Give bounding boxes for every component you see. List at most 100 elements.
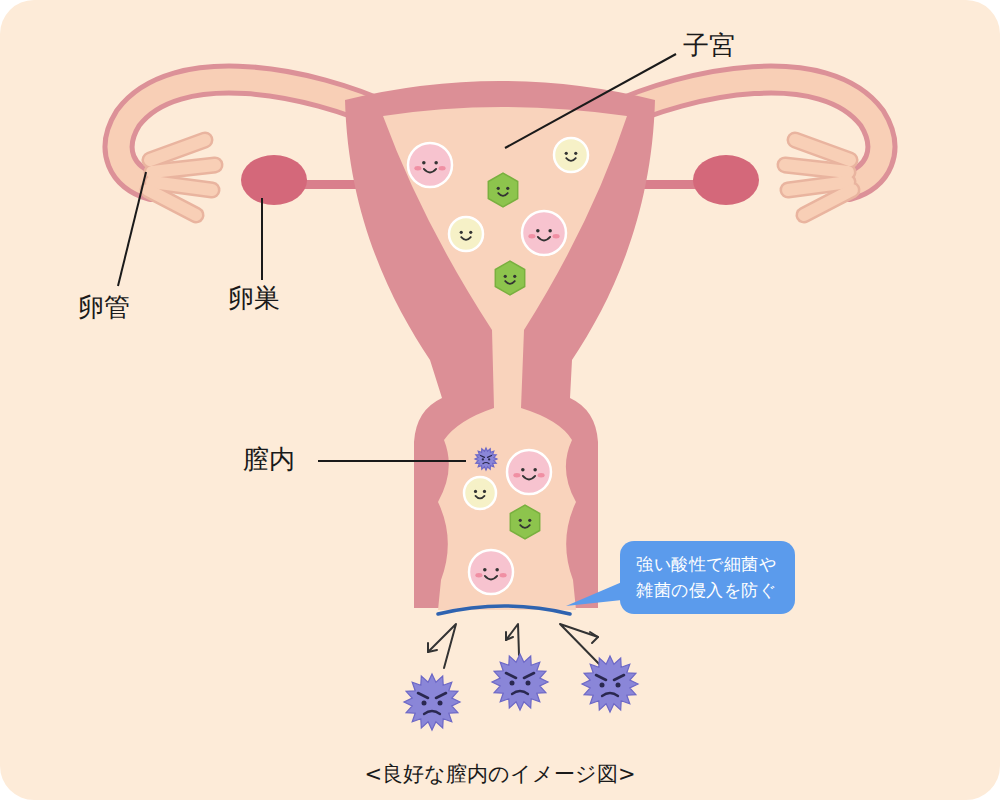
fimbriae xyxy=(148,190,196,215)
leader-line xyxy=(318,460,466,462)
good-bacteria xyxy=(475,573,482,577)
good-bacteria xyxy=(528,234,535,238)
fimbriae xyxy=(148,190,196,215)
good-bacteria xyxy=(498,193,508,196)
part-label: 卵管 xyxy=(78,292,130,323)
good-bacteria xyxy=(434,161,438,165)
acid-barrier xyxy=(438,606,570,614)
microbe-group xyxy=(404,138,638,730)
good-bacteria xyxy=(536,229,540,233)
fimbriae xyxy=(152,182,212,190)
good-bacteria xyxy=(519,519,522,522)
fimbriae xyxy=(152,165,215,172)
rebound-arrow xyxy=(428,643,437,652)
good-bacteria xyxy=(522,211,566,255)
rebound-arrow xyxy=(506,632,513,640)
fimbriae xyxy=(795,140,850,160)
good-bacteria xyxy=(520,525,530,528)
good-bacteria xyxy=(460,231,463,234)
good-bacteria xyxy=(505,281,515,284)
good-bacteria xyxy=(522,211,566,255)
good-bacteria xyxy=(574,152,577,155)
harmful-bacteria xyxy=(510,681,515,686)
good-bacteria xyxy=(464,477,496,509)
good-bacteria xyxy=(554,138,588,172)
harmful-bacteria xyxy=(481,455,492,457)
fimbriae xyxy=(804,190,852,215)
good-bacteria xyxy=(507,450,551,494)
good-bacteria xyxy=(554,138,588,172)
fimbriae xyxy=(150,140,205,160)
good-bacteria xyxy=(507,450,551,494)
callout-bubble: 強い酸性で細菌や 雑菌の侵入を防ぐ xyxy=(620,541,795,614)
good-bacteria xyxy=(513,473,520,477)
good-bacteria xyxy=(485,576,497,580)
good-bacteria xyxy=(469,550,513,594)
harmful-bacteria xyxy=(596,675,624,680)
good-bacteria xyxy=(510,505,539,539)
good-bacteria xyxy=(523,476,535,480)
harmful-bacteria xyxy=(512,691,528,694)
harmful-bacteria xyxy=(492,654,548,710)
good-bacteria xyxy=(495,261,524,295)
harmful-bacteria xyxy=(582,656,638,712)
leader-line xyxy=(505,54,676,148)
callout-pointer xyxy=(566,582,622,606)
harmful-bacteria xyxy=(492,654,548,710)
good-bacteria xyxy=(528,519,531,522)
fimbriae xyxy=(804,190,852,215)
fimbriae xyxy=(150,140,205,160)
part-label: 膣内 xyxy=(243,444,295,475)
harmful-bacteria xyxy=(526,681,531,686)
rebound-arrow xyxy=(560,624,603,668)
good-bacteria xyxy=(497,187,500,190)
harmful-bacteria xyxy=(616,683,621,688)
good-bacteria xyxy=(553,234,560,238)
fimbriae xyxy=(788,182,848,190)
good-bacteria xyxy=(483,490,486,493)
harmful-bacteria xyxy=(582,656,638,712)
ovary xyxy=(241,155,307,205)
harmful-bacteria xyxy=(506,673,534,678)
good-bacteria xyxy=(408,143,452,187)
harmful-bacteria xyxy=(404,674,460,730)
rebound-arrow xyxy=(506,624,519,655)
good-bacteria xyxy=(506,187,509,190)
fimbriae xyxy=(795,140,850,160)
good-bacteria xyxy=(504,275,507,278)
good-bacteria xyxy=(538,473,545,477)
good-bacteria xyxy=(500,573,507,577)
rebound-arrow xyxy=(428,624,456,668)
harmful-bacteria xyxy=(418,693,446,698)
fimbriae xyxy=(785,165,848,172)
part-label: 卵巣 xyxy=(228,283,280,314)
good-bacteria xyxy=(422,161,426,165)
good-bacteria xyxy=(469,550,513,594)
part-label: 子宮 xyxy=(683,30,735,61)
leader-line xyxy=(261,198,263,280)
harmful-bacteria xyxy=(422,701,427,706)
harmful-bacteria xyxy=(438,701,443,706)
leader-line xyxy=(118,54,676,461)
harmful-bacteria xyxy=(475,448,497,470)
fimbriae xyxy=(788,182,848,190)
harmful-bacteria xyxy=(600,683,605,688)
good-bacteria xyxy=(464,477,496,509)
ovary xyxy=(693,155,759,205)
harmful-bacteria xyxy=(488,458,490,460)
good-bacteria xyxy=(469,231,472,234)
good-bacteria xyxy=(439,166,446,170)
good-bacteria xyxy=(449,217,483,251)
harmful-bacteria xyxy=(482,458,484,460)
good-bacteria xyxy=(510,505,539,539)
harmful-bacteria xyxy=(424,711,440,714)
good-bacteria xyxy=(414,166,421,170)
fimbriae xyxy=(785,165,848,172)
callout-text: 強い酸性で細菌や 雑菌の侵入を防ぐ xyxy=(636,551,779,604)
good-bacteria xyxy=(488,173,517,207)
good-bacteria xyxy=(538,237,550,241)
good-bacteria xyxy=(408,143,452,187)
